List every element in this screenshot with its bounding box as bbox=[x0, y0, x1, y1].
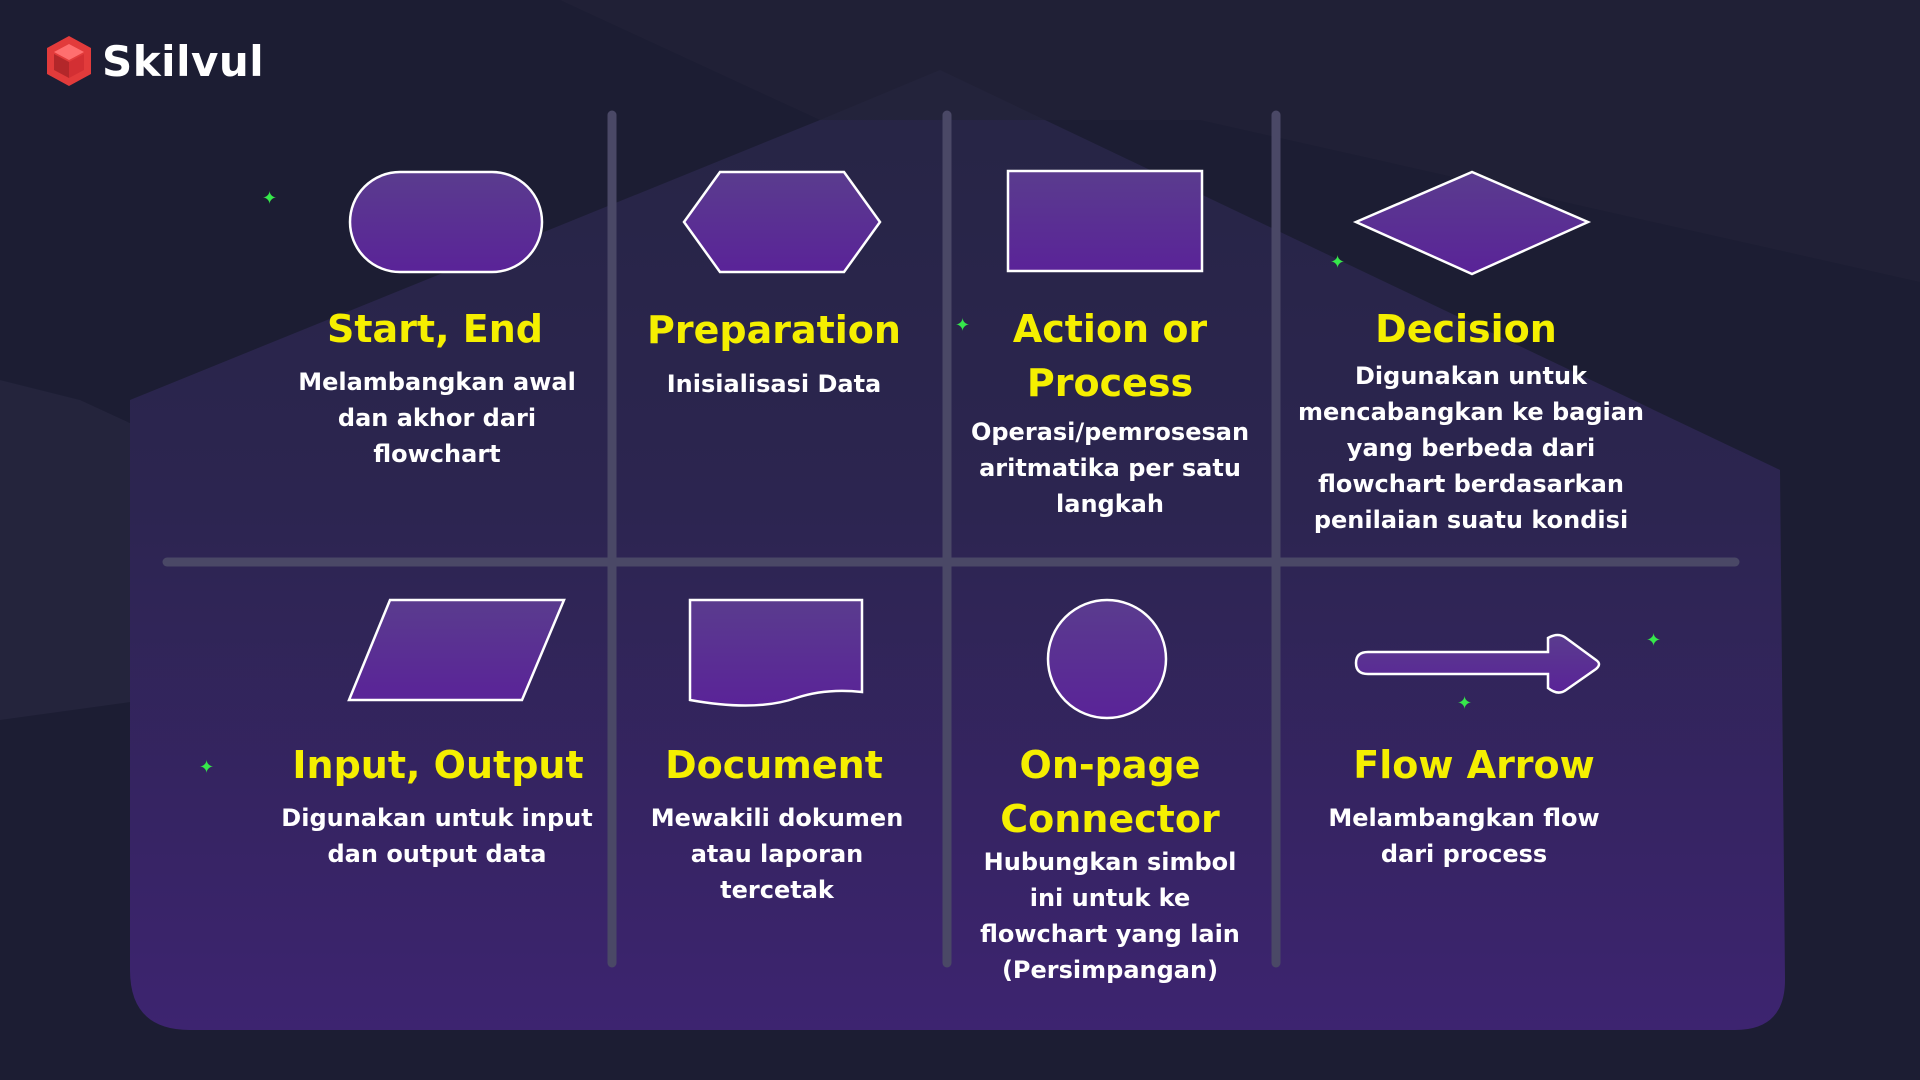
symbol-title-preparation: Preparation bbox=[647, 308, 901, 352]
terminator-shape bbox=[348, 170, 544, 274]
diamond-shape bbox=[1352, 170, 1592, 276]
brand-name: Skilvul bbox=[102, 36, 265, 86]
symbol-desc-action-process: Operasi/pemrosesan aritmatika per satu l… bbox=[970, 418, 1250, 518]
hexagon-shape bbox=[682, 170, 882, 274]
sparkle-icon: ✦ bbox=[199, 757, 215, 778]
rectangle-shape bbox=[1006, 169, 1204, 273]
symbol-title-document: Document bbox=[665, 743, 883, 787]
parallelogram-shape bbox=[347, 598, 566, 702]
symbol-desc-decision: Digunakan untuk mencabangkan ke bagian y… bbox=[1297, 362, 1645, 534]
sparkle-icon: ✦ bbox=[1646, 630, 1662, 651]
symbol-desc-on-page-connector: Hubungkan simbol ini untuk ke flowchart … bbox=[980, 848, 1240, 984]
symbol-desc-input-output: Digunakan untuk input dan output data bbox=[281, 804, 593, 868]
sparkle-icon: ✦ bbox=[1457, 693, 1473, 714]
symbol-desc-document: Mewakili dokumen atau laporan tercetak bbox=[650, 804, 904, 904]
background-diagonal-shape bbox=[560, 0, 1920, 282]
symbol-title-decision: Decision bbox=[1375, 307, 1557, 351]
grid-dividers bbox=[162, 110, 1740, 968]
symbol-title-on-page-connector: On-page Connector bbox=[1000, 743, 1220, 841]
brand-logo[interactable]: Skilvul bbox=[44, 34, 264, 88]
symbol-title-start-end: Start, End bbox=[327, 307, 543, 351]
sparkle-icon: ✦ bbox=[1330, 252, 1346, 273]
circle-shape bbox=[1046, 598, 1168, 720]
symbol-title-flow-arrow: Flow Arrow bbox=[1353, 743, 1595, 787]
background-panel bbox=[130, 70, 1785, 1030]
background-bevel-shape bbox=[0, 380, 145, 720]
symbol-title-action-process: Action or Process bbox=[1012, 307, 1208, 405]
document-shape bbox=[688, 598, 864, 707]
sparkle-icon: ✦ bbox=[955, 315, 971, 336]
symbol-title-input-output: Input, Output bbox=[292, 743, 584, 787]
sparkle-icon: ✦ bbox=[262, 188, 278, 209]
skilvul-logo-icon bbox=[47, 36, 91, 86]
symbol-desc-preparation: Inisialisasi Data bbox=[666, 370, 882, 398]
symbol-desc-start-end: Melambangkan awal dan akhor dari flowcha… bbox=[298, 368, 576, 468]
arrow-shape bbox=[1354, 633, 1601, 694]
symbol-desc-flow-arrow: Melambangkan flow dari process bbox=[1328, 804, 1600, 868]
